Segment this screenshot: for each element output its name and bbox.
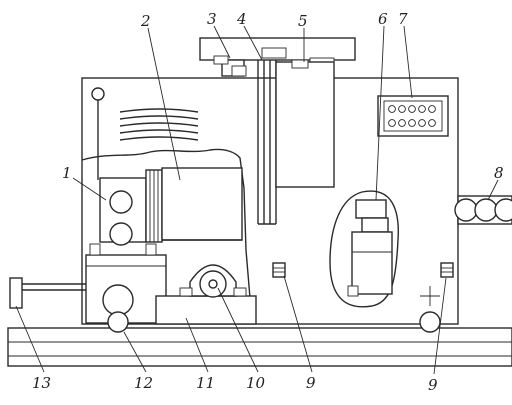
top-carriage bbox=[199, 37, 356, 77]
rail bbox=[7, 327, 512, 367]
roller-tube-8 bbox=[454, 195, 512, 225]
small-block-9-left bbox=[272, 262, 286, 278]
callout-2: 2 bbox=[140, 12, 151, 30]
indicator-dot bbox=[398, 119, 406, 127]
callout-9-right: 9 bbox=[428, 376, 438, 394]
leader-lines bbox=[15, 25, 499, 375]
roller-assembly bbox=[99, 167, 243, 246]
callout-1: 1 bbox=[62, 164, 72, 182]
callout-3: 3 bbox=[207, 10, 217, 28]
callout-10: 10 bbox=[246, 374, 266, 392]
callout-5: 5 bbox=[298, 12, 308, 30]
indicator-dot bbox=[388, 119, 396, 127]
oval-cutaway-6 bbox=[329, 190, 399, 308]
radiator-fins bbox=[119, 108, 199, 141]
indicator-dot bbox=[428, 119, 436, 127]
callout-8: 8 bbox=[494, 164, 504, 182]
cutaway-outline bbox=[81, 148, 256, 319]
indicator-dot bbox=[388, 105, 396, 113]
callout-11: 11 bbox=[196, 374, 215, 392]
callout-13: 13 bbox=[32, 374, 51, 392]
indicator-dot bbox=[428, 105, 436, 113]
box-5 bbox=[275, 59, 335, 188]
callout-6: 6 bbox=[378, 10, 388, 28]
callout-4: 4 bbox=[236, 10, 247, 28]
indicator-dot bbox=[418, 119, 426, 127]
callout-7: 7 bbox=[398, 10, 408, 28]
wheel-12 bbox=[107, 311, 129, 333]
indicator-dot bbox=[408, 105, 416, 113]
bearing-block bbox=[155, 264, 257, 325]
vertical-belt bbox=[257, 60, 277, 225]
lower-left-base bbox=[85, 243, 167, 324]
indicator-dot bbox=[418, 105, 426, 113]
indicator-panel-7 bbox=[377, 95, 449, 137]
wheel-right bbox=[419, 286, 441, 333]
callout-9-left: 9 bbox=[306, 374, 316, 392]
callout-12: 12 bbox=[134, 374, 153, 392]
callout-labels: 1 2 3 4 5 6 7 8 9 9 10 11 12 13 bbox=[32, 10, 504, 394]
indicator-dot bbox=[398, 105, 406, 113]
control-pole bbox=[91, 87, 105, 180]
rod-13 bbox=[9, 277, 86, 309]
small-block-9-right bbox=[440, 262, 454, 278]
indicator-dot bbox=[408, 119, 416, 127]
